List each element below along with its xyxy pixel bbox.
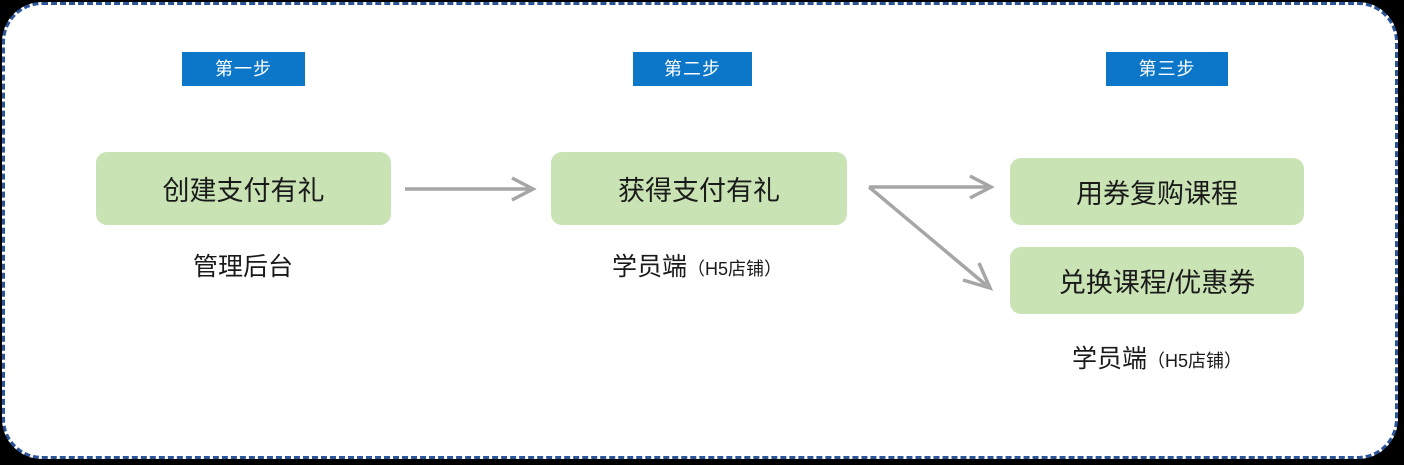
step-badge-2: 第二步 (633, 52, 752, 86)
caption-step-3: 学员端（H5店铺） (1072, 344, 1242, 376)
step-badge-3: 第三步 (1106, 52, 1228, 86)
process-box-receive-payment-gift[interactable]: 获得支付有礼 (551, 152, 847, 225)
caption-step-2-main: 学员端 (611, 253, 687, 281)
process-box-repurchase-course-with-coupon[interactable]: 用券复购课程 (1010, 158, 1304, 225)
caption-step-2: 学员端（H5店铺） (612, 252, 782, 284)
step-badge-1: 第一步 (182, 52, 305, 86)
caption-step-3-main: 学员端 (1071, 345, 1147, 373)
caption-step-2-sub: （H5店铺） (687, 259, 783, 279)
process-box-exchange-course-or-coupon[interactable]: 兑换课程/优惠券 (1010, 247, 1304, 314)
process-box-create-payment-gift[interactable]: 创建支付有礼 (96, 152, 391, 225)
caption-step-1: 管理后台 (193, 252, 293, 284)
caption-step-1-main: 管理后台 (192, 253, 294, 281)
caption-step-3-sub: （H5店铺） (1147, 351, 1243, 371)
